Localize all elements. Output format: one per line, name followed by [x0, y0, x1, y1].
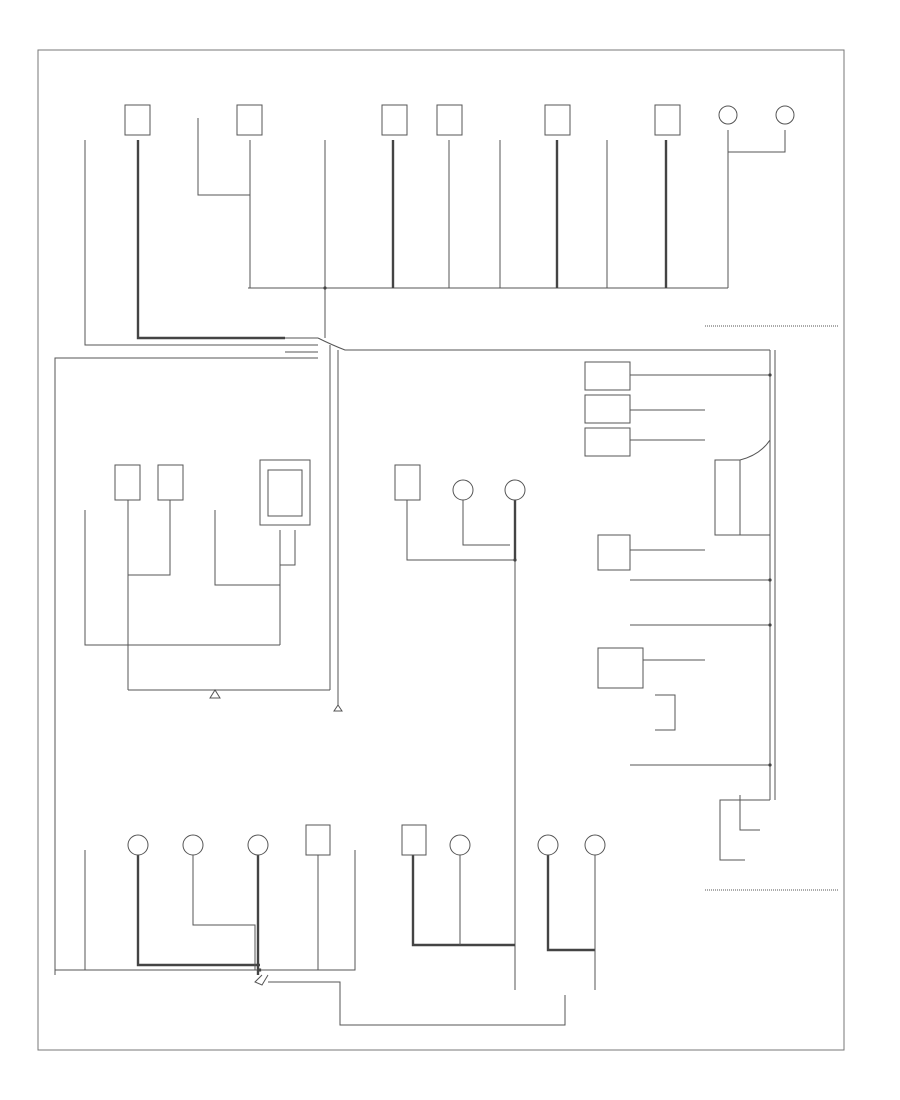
relay-component — [305, 824, 331, 856]
splice-points — [209, 286, 772, 972]
relay-component — [236, 104, 263, 136]
ground-symbol — [209, 689, 221, 699]
splice-dot — [513, 558, 517, 562]
switch-component — [584, 427, 631, 457]
lamp-component — [182, 834, 204, 856]
lamp-component — [127, 834, 149, 856]
components — [114, 104, 795, 856]
splice-dot — [768, 763, 772, 767]
ground-wires — [54, 118, 838, 1026]
ground-symbol — [333, 704, 343, 712]
lamp-component — [718, 105, 738, 125]
switch-component — [597, 647, 644, 689]
lamp-component — [537, 834, 559, 856]
lamp-component — [452, 479, 474, 501]
splice-dot — [323, 286, 327, 290]
diagram-border — [37, 49, 845, 1051]
lamp-component — [775, 105, 795, 125]
splice-dot — [768, 373, 772, 377]
splice-dot — [258, 968, 262, 972]
splice-dot — [768, 623, 772, 627]
lamp-component — [504, 479, 526, 501]
switch-component — [584, 394, 631, 424]
relay-component — [157, 464, 184, 501]
lamp-component — [584, 834, 606, 856]
lamp-component — [247, 834, 269, 856]
relay-component — [124, 104, 151, 136]
relay-component — [401, 824, 427, 856]
splice-dot — [768, 578, 772, 582]
relay-component — [381, 104, 408, 136]
relay-component — [654, 104, 681, 136]
lamp-component — [449, 834, 471, 856]
module-inner-component — [267, 469, 303, 517]
relay-component — [544, 104, 571, 136]
relay-component — [114, 464, 141, 501]
switch-component — [597, 534, 631, 571]
relay-component — [394, 464, 421, 501]
switch-component — [584, 361, 631, 391]
relay-component — [436, 104, 463, 136]
